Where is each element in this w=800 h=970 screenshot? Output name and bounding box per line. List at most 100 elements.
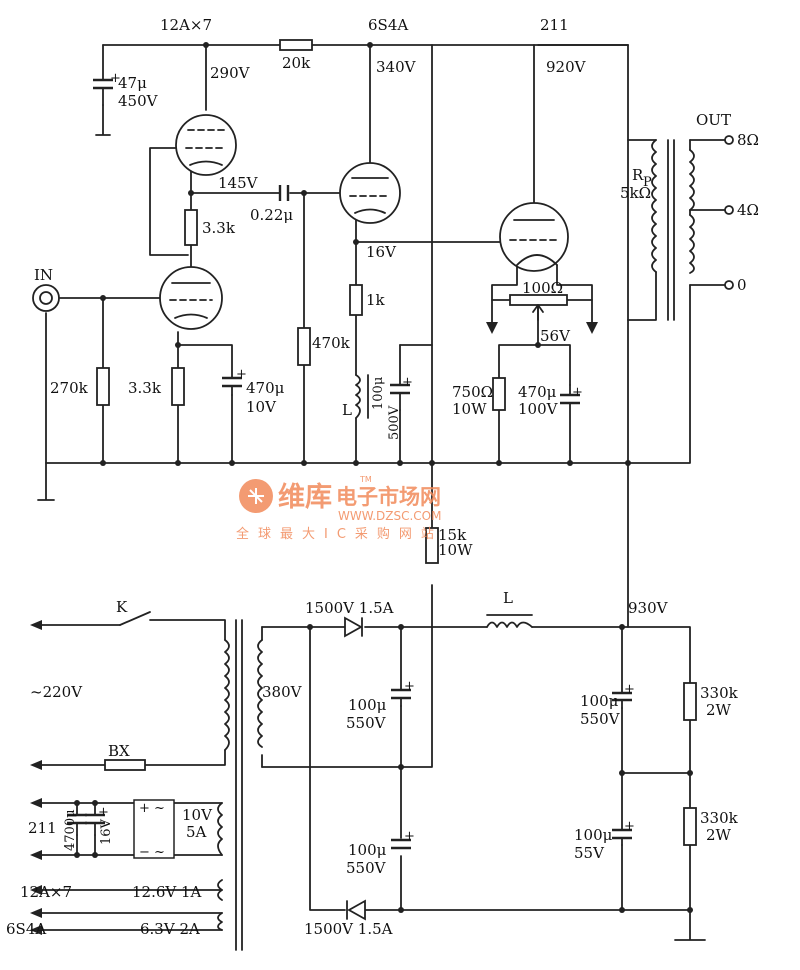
label-in: IN: [34, 266, 53, 284]
tube-v1-upper: [175, 114, 237, 176]
label-out: OUT: [696, 111, 731, 129]
label-r330k2-b: 2W: [706, 826, 732, 844]
label-930v: 930V: [628, 599, 669, 617]
label-16v: 16V: [366, 243, 397, 261]
label-tag-12ax7: 12A×7: [20, 883, 72, 901]
input-jack: [32, 284, 60, 312]
label-rp: R: [632, 166, 644, 184]
svg-text:+: +: [572, 385, 583, 400]
labels: 12A×7 6S4A 211 290V 340V 920V 20k 47μ 45…: [6, 16, 759, 938]
label-fil2: 12.6V 1A: [132, 883, 202, 901]
resistors: [96, 39, 697, 846]
label-c470-100-b: 100V: [518, 400, 559, 418]
label-fuse: BX: [108, 742, 130, 760]
label-rp-value: 5kΩ: [620, 184, 651, 202]
tube-v1-lower: [159, 266, 223, 330]
watermark-tagline: 全球最大IC采购网站: [236, 526, 443, 542]
diodes: [344, 616, 366, 921]
wires: [37, 44, 726, 941]
label-v1-plate: 290V: [210, 64, 251, 82]
output-terminals: [724, 135, 734, 290]
label-l-filter: L: [503, 589, 513, 607]
label-c4700-b: 16V: [99, 818, 114, 845]
label-v1-name: 12A×7: [160, 16, 212, 34]
label-c450: 450V: [118, 92, 159, 110]
svg-text:+: +: [110, 71, 121, 86]
svg-text:+: +: [98, 805, 109, 820]
svg-text:+: +: [624, 819, 635, 834]
label-r330k-b: 2W: [706, 701, 732, 719]
label-v3-plate: 920V: [546, 58, 587, 76]
label-tap8: 8Ω: [737, 131, 759, 149]
watermark-brand: 维库: [278, 482, 332, 513]
label-tag-6s4a: 6S4A: [6, 920, 46, 938]
label-r33k-a: 3.3k: [202, 219, 236, 237]
polarity-marks: + + + + + + + + +: [98, 71, 635, 844]
svg-text:+ ~: + ~: [139, 801, 165, 816]
label-r1k: 1k: [366, 291, 386, 309]
label-c100-500-b: 500V: [387, 405, 402, 440]
label-r15k: 15k: [438, 526, 467, 544]
label-c100-500-a: 100μ: [371, 377, 386, 410]
label-r20k: 20k: [282, 54, 311, 72]
label-c470-100-a: 470μ: [518, 383, 557, 401]
label-c-ps2-b: 550V: [346, 859, 387, 877]
svg-text:+: +: [236, 367, 247, 382]
label-tag-211: 211: [28, 819, 57, 837]
label-56v: 56V: [540, 327, 571, 345]
label-fil3: 6.3V 2A: [140, 920, 200, 938]
mains-parts: + ~ − ~: [104, 611, 175, 860]
svg-text:+: +: [404, 679, 415, 694]
label-r750-b: 10W: [452, 400, 487, 418]
label-c-ps3-b: 550V: [580, 710, 621, 728]
label-c-ps3-a: 100μ: [580, 692, 619, 710]
watermark-url: WWW.DZSC.COM: [338, 509, 441, 523]
svg-text:− ~: − ~: [139, 845, 165, 860]
svg-text:+: +: [404, 829, 415, 844]
label-rp-sub: P: [643, 175, 652, 190]
label-c470-b: 10V: [246, 398, 277, 416]
svg-text:+: +: [624, 682, 635, 697]
label-switch: K: [116, 598, 128, 616]
watermark-tm: TM: [359, 475, 372, 484]
label-c022: 0.22μ: [250, 206, 293, 224]
junction-dots: [74, 42, 693, 913]
label-c-ps1-a: 100μ: [348, 696, 387, 714]
label-c-ps1-b: 550V: [346, 714, 387, 732]
filament-arrows: [486, 322, 598, 334]
label-380v: 380V: [262, 683, 303, 701]
label-tap0: 0: [737, 276, 747, 294]
label-fil1-a: 10V: [182, 806, 213, 824]
tube-v2-6s4a: [339, 162, 401, 224]
label-v3-name: 211: [540, 16, 569, 34]
label-c-ps4-a: 100μ: [574, 826, 613, 844]
label-c47: 47μ: [118, 74, 147, 92]
tube-v3-211: [499, 202, 569, 272]
label-r470k: 470k: [312, 334, 351, 352]
label-c4700-a: 4700μ: [63, 809, 78, 851]
label-v2-plate: 340V: [376, 58, 417, 76]
label-r33k-b: 3.3k: [128, 379, 162, 397]
label-l-choke: L: [342, 401, 352, 419]
label-tap4: 4Ω: [737, 201, 759, 219]
label-pot100: 100Ω: [522, 279, 563, 297]
label-r330k-a: 330k: [700, 684, 739, 702]
watermark-logo-icon: [239, 479, 273, 513]
label-r330k2-a: 330k: [700, 809, 739, 827]
label-220v: ~220V: [30, 683, 83, 701]
label-c470-a: 470μ: [246, 379, 285, 397]
capacitors: [67, 78, 632, 850]
watermark: 维库 电子市场网 TM WWW.DZSC.COM 全球最大IC采购网站: [236, 475, 443, 542]
label-fil1-b: 5A: [186, 823, 207, 841]
label-diode-bot: 1500V 1.5A: [304, 920, 393, 938]
watermark-sub: 电子市场网: [336, 485, 441, 509]
label-c-ps4-b: 55V: [574, 844, 605, 862]
label-145v: 145V: [218, 174, 259, 192]
label-c-ps2-a: 100μ: [348, 841, 387, 859]
label-r270k: 270k: [50, 379, 89, 397]
label-v2-name: 6S4A: [368, 16, 408, 34]
inductors: [217, 139, 695, 951]
svg-text:+: +: [402, 375, 413, 390]
